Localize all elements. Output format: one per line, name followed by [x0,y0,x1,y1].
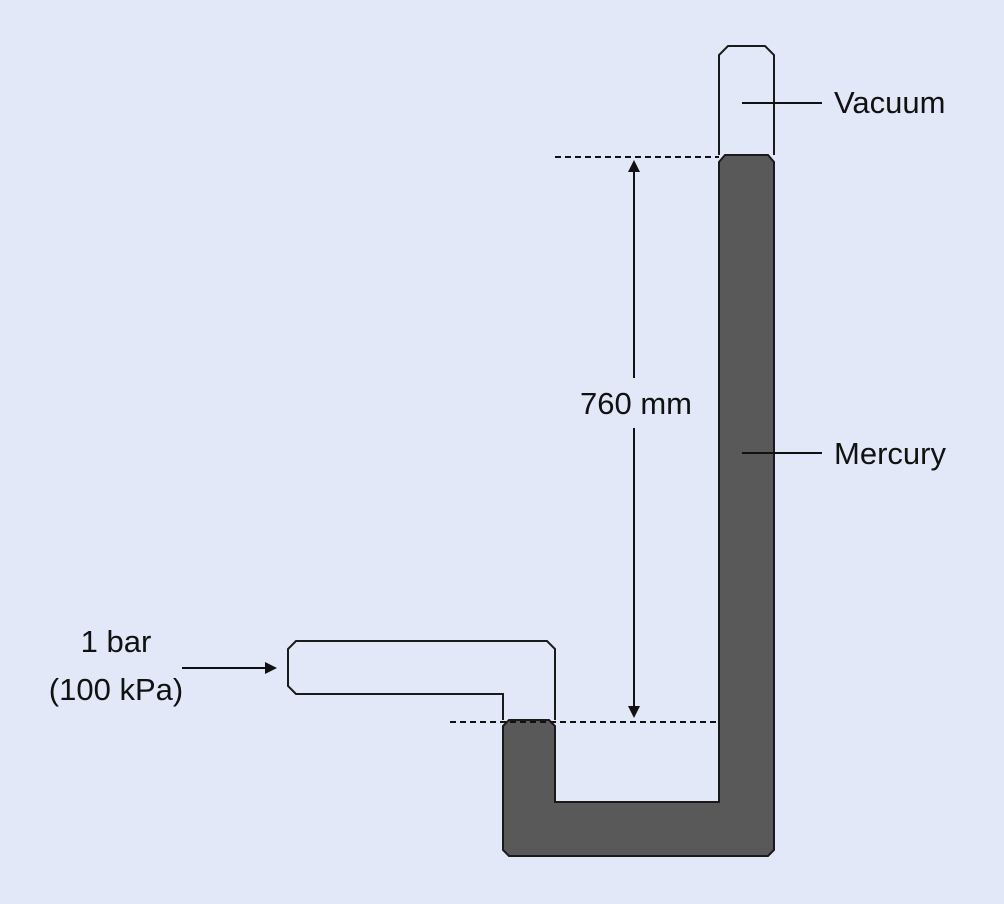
pressure-label-line1: 1 bar [81,624,152,659]
pressure-label-line2: (100 kPa) [49,672,183,707]
vacuum-tube-section [718,45,775,155]
vacuum-label: Vacuum [834,85,945,120]
height-label: 760 mm [580,386,692,421]
mercury-label: Mercury [834,436,946,471]
mercury-column [502,154,775,857]
inlet-tube [287,640,556,720]
